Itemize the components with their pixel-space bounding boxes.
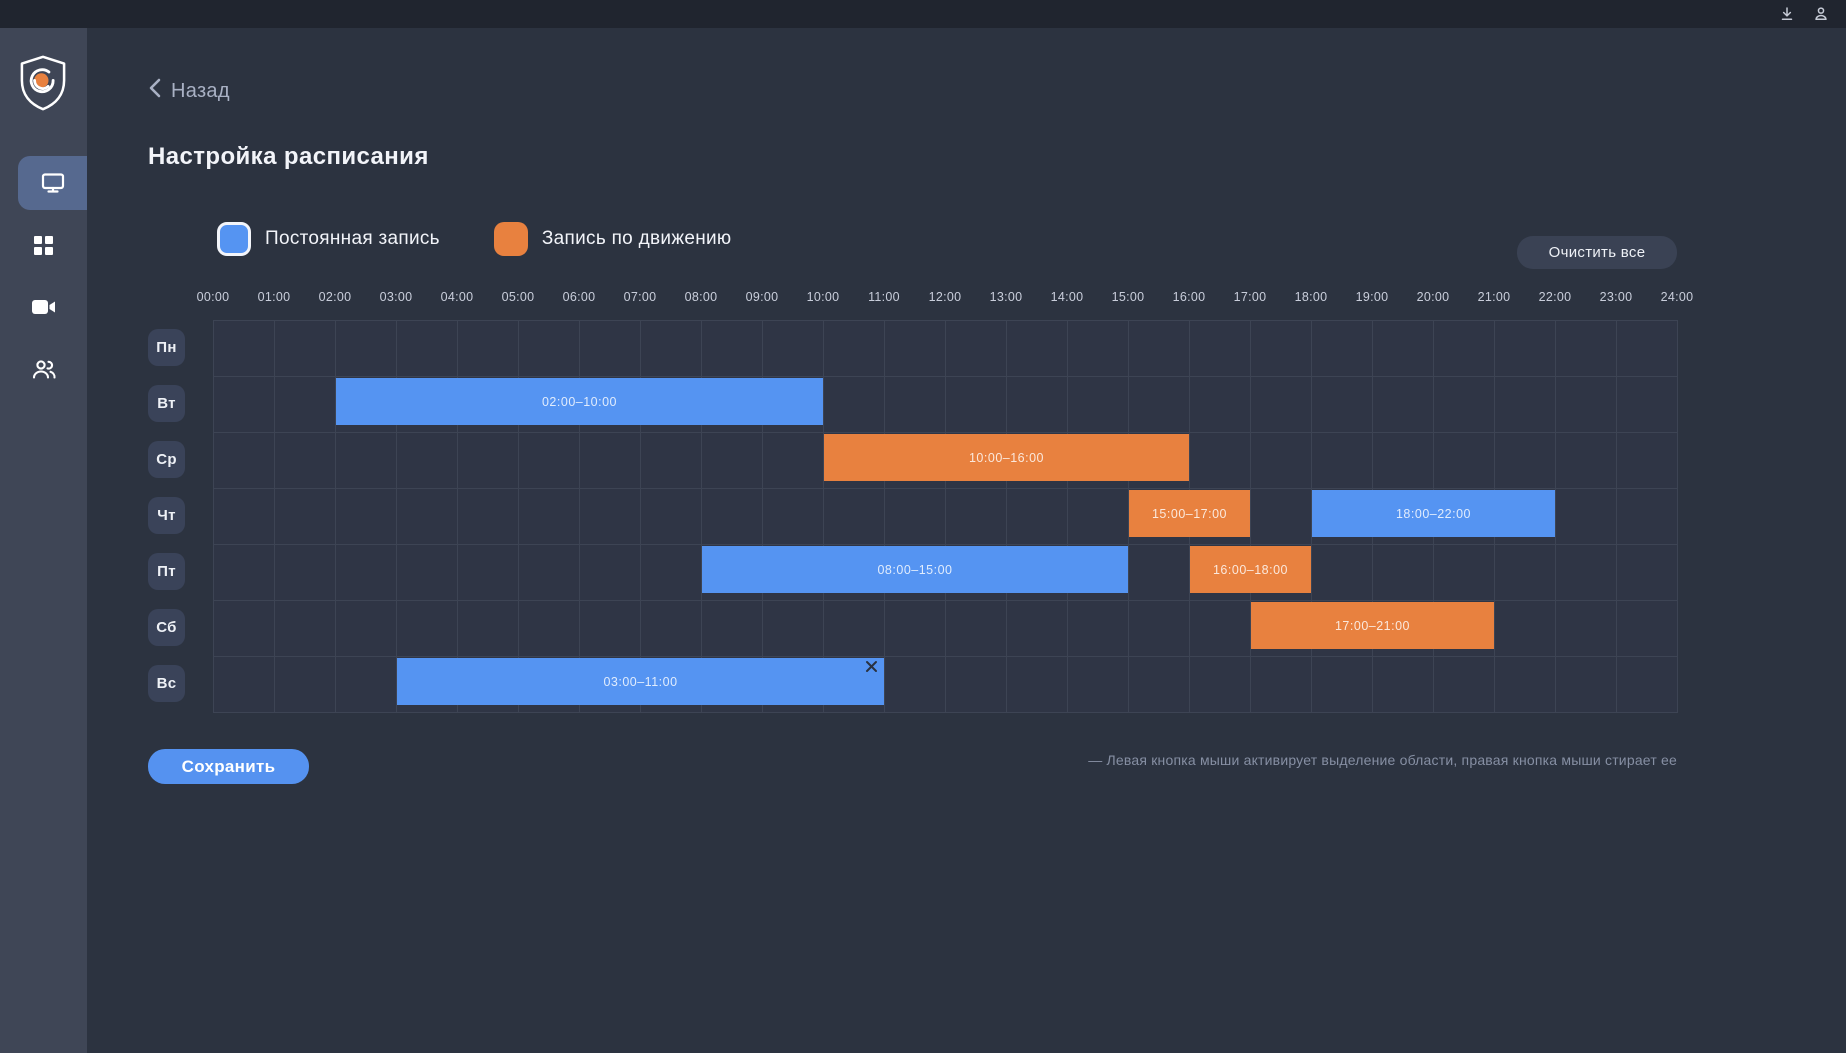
clear-all-button[interactable]: Очистить все [1517,236,1677,269]
sidebar [0,28,87,1053]
back-link[interactable]: Назад [148,78,230,104]
grid-icon [32,234,55,257]
hour-label: 20:00 [1416,290,1450,304]
hour-label: 04:00 [440,290,474,304]
day-chip-Пт: Пт [148,553,185,590]
sidebar-item-dashboard[interactable] [0,218,87,272]
topbar [0,0,1846,28]
legend: Постоянная запись Запись по движению [217,222,785,256]
legend-item-constant[interactable]: Постоянная запись [217,222,440,256]
event-time-label: 10:00–16:00 [968,450,1044,465]
day-chip-Вс: Вс [148,665,185,702]
day-chip-Пн: Пн [148,329,185,366]
legend-item-motion[interactable]: Запись по движению [493,222,732,256]
hour-label: 08:00 [684,290,718,304]
back-label: Назад [171,79,230,102]
people-icon [31,358,57,380]
hour-label: 07:00 [623,290,657,304]
hour-label: 06:00 [562,290,596,304]
sidebar-item-users[interactable] [0,342,87,396]
day-chip-Ср: Ср [148,441,185,478]
sidebar-item-monitors[interactable] [18,156,87,210]
hour-label: 13:00 [989,290,1023,304]
chevron-left-icon [148,78,161,104]
sidebar-nav [0,156,87,404]
event-time-label: 02:00–10:00 [541,394,617,409]
hour-label: 21:00 [1477,290,1511,304]
mouse-hint: — Левая кнопка мыши активирует выделение… [1088,752,1677,768]
hour-label: 02:00 [318,290,352,304]
hour-label: 19:00 [1355,290,1389,304]
hour-label: 22:00 [1538,290,1572,304]
hour-label: 12:00 [928,290,962,304]
hour-label: 05:00 [501,290,535,304]
hour-label: 17:00 [1233,290,1267,304]
hour-label: 11:00 [868,290,900,304]
hour-label: 14:00 [1050,290,1084,304]
user-icon[interactable] [1812,5,1830,23]
hour-label: 00:00 [196,290,230,304]
legend-label: Постоянная запись [265,228,440,249]
event-time-label: 17:00–21:00 [1334,618,1410,633]
hour-label: 23:00 [1599,290,1633,304]
day-chip-Чт: Чт [148,497,185,534]
event-time-label: 15:00–17:00 [1151,506,1227,521]
monitor-icon [40,171,66,195]
legend-label: Запись по движению [541,228,732,249]
camera-icon [31,298,56,316]
event-bar-motion[interactable]: 15:00–17:00 [1129,490,1250,537]
event-time-label: 03:00–11:00 [603,674,678,689]
hour-label: 15:00 [1111,290,1145,304]
event-bar-constant[interactable]: 03:00–11:00 [397,658,884,705]
hour-label: 18:00 [1294,290,1328,304]
event-time-label: 18:00–22:00 [1395,506,1471,521]
close-icon[interactable] [864,659,879,674]
hour-label: 09:00 [745,290,779,304]
shield-eye-logo [14,52,72,114]
sidebar-item-cameras[interactable] [0,280,87,334]
event-bar-constant[interactable]: 02:00–10:00 [336,378,823,425]
event-bar-motion[interactable]: 10:00–16:00 [824,434,1189,481]
event-time-label: 16:00–18:00 [1212,562,1288,577]
legend-swatch-motion[interactable] [493,222,528,256]
hour-label: 16:00 [1172,290,1206,304]
hour-label: 01:00 [257,290,291,304]
hour-label: 03:00 [379,290,413,304]
legend-swatch-constant[interactable] [217,222,251,256]
event-time-label: 08:00–15:00 [877,562,953,577]
hour-label: 24:00 [1660,290,1694,304]
event-bar-motion[interactable]: 17:00–21:00 [1251,602,1494,649]
download-icon[interactable] [1778,5,1796,23]
event-bar-motion[interactable]: 16:00–18:00 [1190,546,1311,593]
save-button[interactable]: Сохранить [148,749,309,784]
hour-label: 10:00 [806,290,840,304]
event-bar-constant[interactable]: 08:00–15:00 [702,546,1128,593]
page-title: Настройка расписания [148,143,429,170]
day-chip-Вт: Вт [148,385,185,422]
event-bar-constant[interactable]: 18:00–22:00 [1312,490,1555,537]
day-chip-Сб: Сб [148,609,185,646]
